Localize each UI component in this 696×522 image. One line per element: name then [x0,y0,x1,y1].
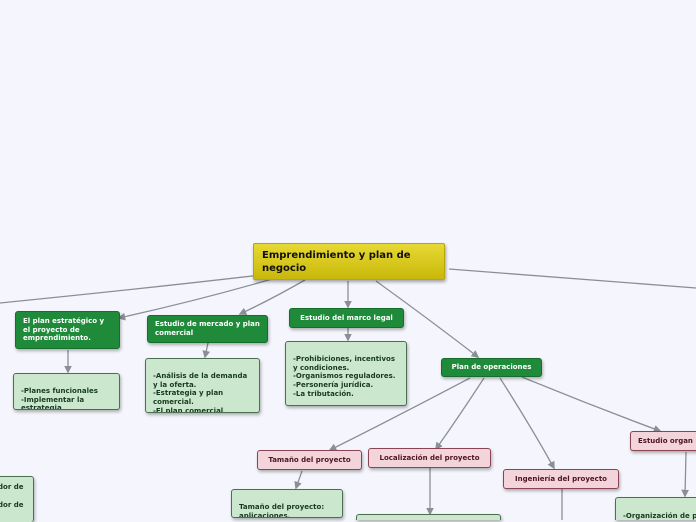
node-tamano-proyecto-label: Tamaño del proyecto [268,455,351,464]
node-marco-legal[interactable]: Estudio del marco legal [289,308,404,328]
node-localizacion-proyecto[interactable]: Localización del proyecto [368,448,491,468]
edge-tamano-detail [294,470,303,490]
node-localizacion-child[interactable] [356,514,501,520]
edge-root-estudio-mercado [238,279,306,315]
node-estudio-mercado-detail[interactable]: -Análisis de la demanda y la oferta. -Es… [145,358,260,413]
node-estudio-mercado-detail-text: -Análisis de la demanda y la oferta. -Es… [153,371,248,413]
node-left-partial-line-1: dor de [0,483,24,491]
node-estudio-organizacional[interactable]: Estudio organ [630,431,696,451]
node-plan-operaciones-label: Plan de operaciones [451,363,532,372]
root-node[interactable]: Emprendimiento y plan de negocio [253,243,445,280]
edge-operaciones-tamano [328,377,471,451]
node-marco-legal-detail-text: -Prohibiciones, incentivos y condiciones… [293,354,396,398]
node-tamano-proyecto-detail[interactable]: Tamaño del proyecto: aplicaciones. [231,489,343,518]
node-left-partial[interactable]: dor de dor de [0,476,34,522]
root-label: Emprendimiento y plan de negocio [262,250,411,274]
node-marco-legal-detail[interactable]: -Prohibiciones, incentivos y condiciones… [285,341,407,406]
edge-root-plan-operaciones [375,280,480,358]
edge-estudio-mercado-detail [202,342,211,359]
node-estudio-organizacional-detail[interactable]: -Organización de para construir el [615,497,696,520]
edge-organizacional-detail [681,451,690,498]
node-plan-estrategico[interactable]: El plan estratégico y el proyecto de emp… [15,311,120,349]
node-left-partial-line-2: dor de [0,500,24,509]
edge-operaciones-organizacional [521,376,662,433]
node-tamano-proyecto-detail-text: Tamaño del proyecto: aplicaciones. [239,502,325,518]
node-estudio-organizacional-label: Estudio organ [638,436,693,445]
node-ingenieria-proyecto-label: Ingeniería del proyecto [515,474,607,483]
node-tamano-proyecto[interactable]: Tamaño del proyecto [257,450,362,470]
node-estudio-mercado-label: Estudio de mercado y plan comercial [155,320,260,337]
node-plan-estrategico-detail-text: -Planes funcionales -Implementar la estr… [21,386,98,410]
node-ingenieria-proyecto[interactable]: Ingeniería del proyecto [503,469,619,489]
edge-root-right-offscreen [448,268,696,289]
edge-operaciones-localizacion [435,377,485,451]
node-plan-estrategico-detail[interactable]: -Planes funcionales -Implementar la estr… [13,373,120,410]
node-plan-operaciones[interactable]: Plan de operaciones [441,358,542,377]
node-estudio-mercado[interactable]: Estudio de mercado y plan comercial [147,315,268,343]
node-estudio-organizacional-detail-text: -Organización de para construir el [623,511,696,520]
node-localizacion-proyecto-label: Localización del proyecto [379,453,480,462]
node-marco-legal-label: Estudio del marco legal [300,313,393,322]
node-plan-estrategico-label: El plan estratégico y el proyecto de emp… [23,316,105,343]
edge-root-left-offscreen [0,272,279,304]
edge-operaciones-ingenieria [499,377,555,470]
edge-root-plan-estrategico [117,278,273,321]
